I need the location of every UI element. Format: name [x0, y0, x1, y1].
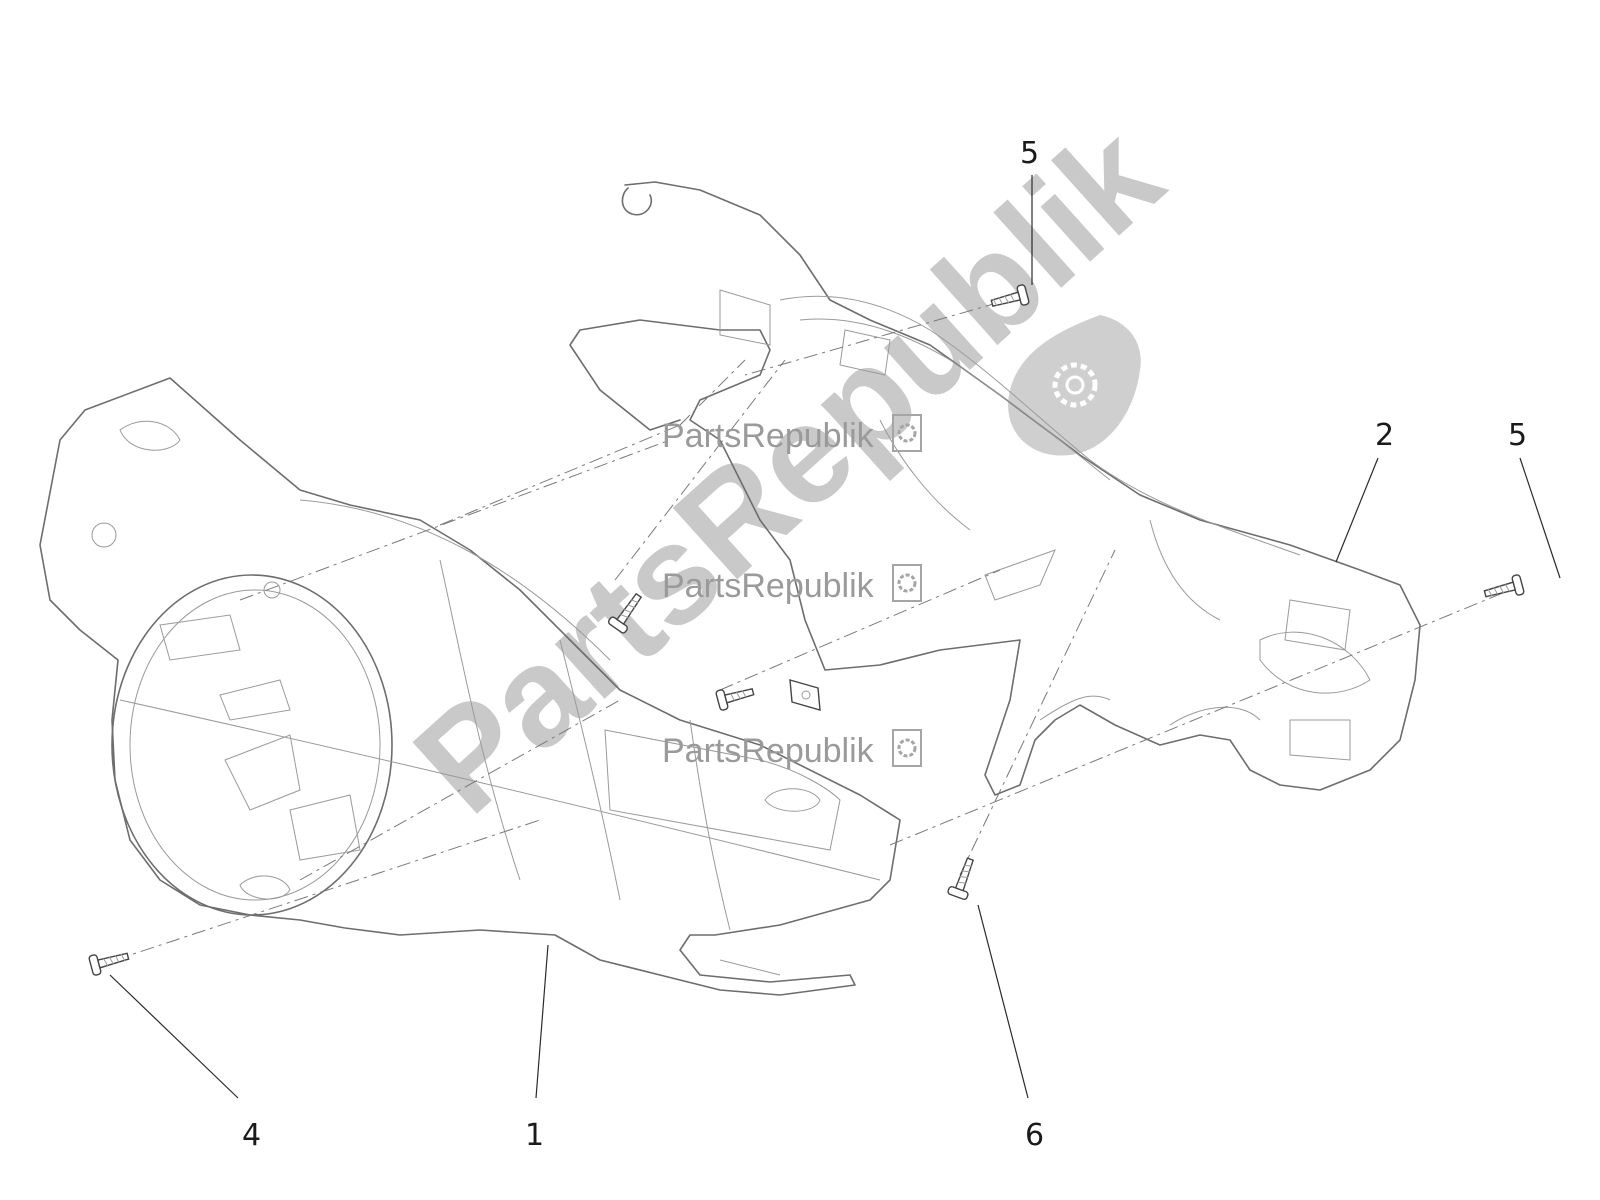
- watermark-logo: [1008, 315, 1141, 456]
- watermark-small-3: PartsRepublik: [662, 729, 922, 770]
- part-2-rear-handlebar-cover: [569, 181, 1421, 796]
- screw-5-top: [990, 284, 1030, 308]
- callout-5-top: 5: [1020, 136, 1039, 171]
- leader-5-right: [1519, 457, 1561, 579]
- watermark-large-text: PartsRepublik: [385, 96, 1190, 843]
- gear-icon: [897, 573, 917, 593]
- leader-1: [535, 944, 549, 1099]
- callouts: 5 2 5 4 1 6: [242, 136, 1527, 1153]
- screw-center-upper: [607, 592, 643, 634]
- callout-2: 2: [1375, 418, 1394, 453]
- leader-4: [109, 974, 239, 1099]
- leader-lines: [109, 175, 1561, 1099]
- callout-6: 6: [1025, 1118, 1044, 1153]
- part-1-front-handlebar-cover: [39, 377, 901, 996]
- gear-icon: [897, 423, 917, 443]
- watermark-small-text: PartsRepublik: [662, 732, 875, 770]
- callout-1: 1: [525, 1118, 544, 1153]
- watermark-small-2: PartsRepublik: [662, 564, 922, 605]
- leader-6: [977, 904, 1029, 1099]
- leader-2: [1335, 457, 1379, 563]
- screw-6: [947, 857, 975, 901]
- clip-nut: [789, 679, 821, 711]
- gear-icon: [897, 738, 917, 758]
- watermark-small-text: PartsRepublik: [662, 567, 875, 605]
- assembly-axes: [114, 294, 1511, 961]
- callout-5-right: 5: [1508, 418, 1527, 453]
- watermark-small-1: PartsRepublik: [662, 414, 922, 455]
- watermark-large: PartsRepublik: [385, 96, 1190, 843]
- callout-4: 4: [242, 1118, 261, 1153]
- screw-center-lower: [715, 687, 755, 711]
- watermark-small-text: PartsRepublik: [662, 417, 875, 455]
- screw-5-right: [1483, 574, 1525, 598]
- screw-4: [88, 952, 130, 976]
- gear-icon: [1052, 362, 1098, 408]
